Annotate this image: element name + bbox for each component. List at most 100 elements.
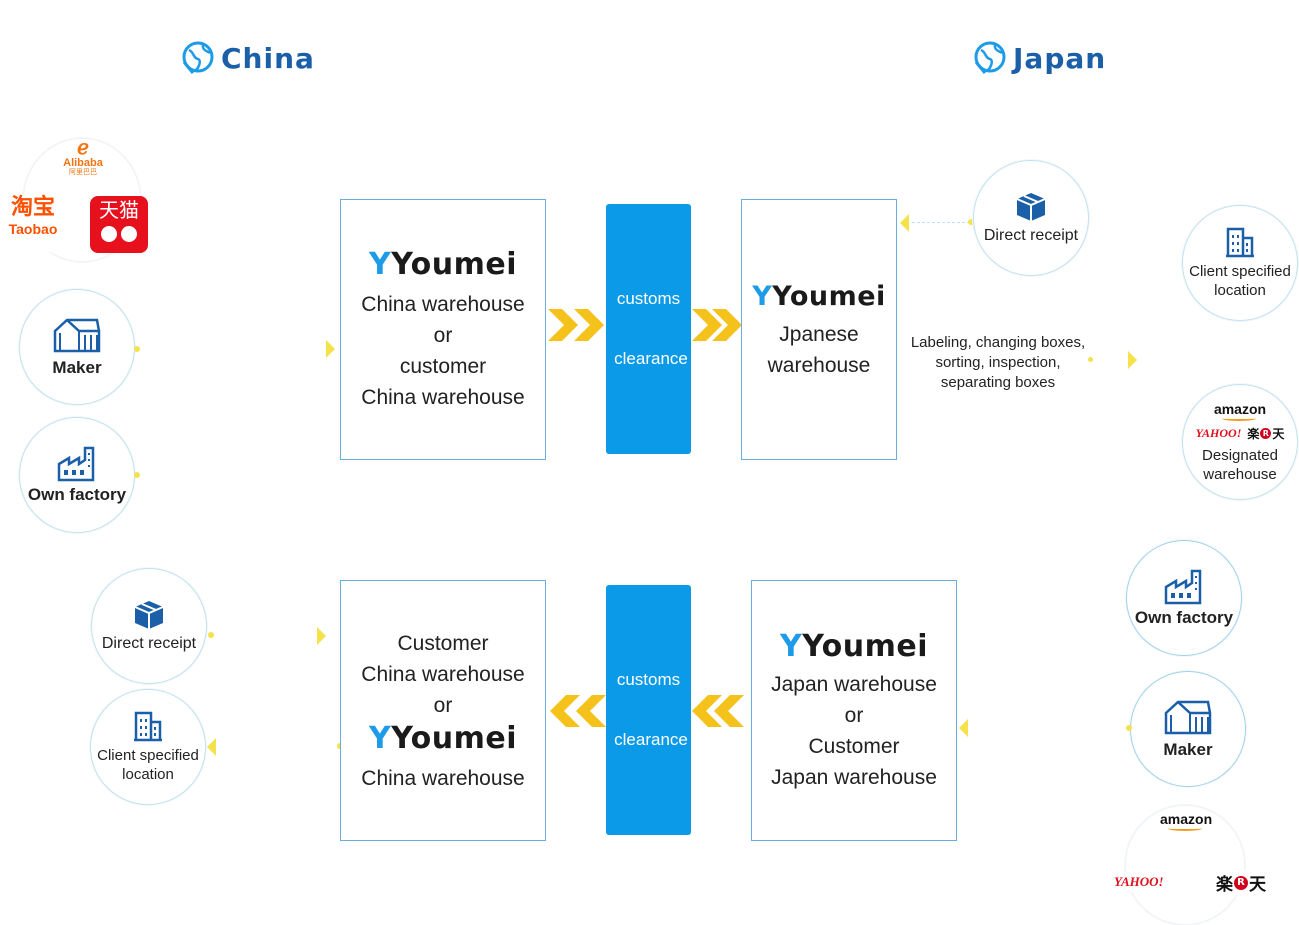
connector-dot [1126, 725, 1132, 731]
alibaba-logo: ℯ Alibaba 阿里巴巴 [55, 138, 111, 177]
clearance-label: clearance [614, 730, 688, 749]
process-description: Labeling, changing boxes, sorting, inspe… [898, 333, 1098, 393]
tmall-cn-text: 天猫 [99, 198, 139, 222]
arrow-left-icon [207, 738, 216, 756]
own-factory-label: Own factory [1134, 608, 1234, 627]
factory-icon [57, 446, 95, 482]
box-icon [134, 601, 164, 629]
designated-label: warehouse [1203, 465, 1277, 483]
own-factory-node-bottom: Own factory [1126, 540, 1242, 656]
youmei-logo: YYoumei [752, 280, 886, 312]
taobao-logo: 淘宝 Taobao [3, 194, 63, 252]
alibaba-mark-icon: ℯ [77, 137, 89, 159]
tmall-cat-icon [90, 226, 148, 242]
building-icon [1226, 227, 1254, 258]
process-line: sorting, inspection, [935, 354, 1061, 371]
yahoo-logo: YAHOO! [1113, 872, 1165, 892]
box-line: China warehouse [361, 292, 525, 316]
japan-warehouse-box-top: YYoumei Jpanese warehouse [741, 199, 897, 460]
arrow-left-icon [900, 214, 909, 232]
double-chevron-right-icon [692, 309, 742, 341]
box-line: Customer [397, 631, 489, 655]
china-header: China [181, 40, 315, 76]
youmei-logo: YYoumei [368, 720, 518, 756]
direct-receipt-node-top: Direct receipt [973, 160, 1089, 276]
connector-dot [134, 346, 140, 352]
own-factory-node-top: Own factory [19, 417, 135, 533]
client-location-node-bottom: Client specified location [90, 689, 206, 805]
amazon-logo: amazon [1160, 811, 1213, 827]
dashed-connector [912, 222, 970, 223]
connector-dot [968, 219, 974, 225]
customs-clearance-top: customs clearance [606, 204, 691, 454]
china-warehouse-box-bottom: Customer China warehouse or YYoumei Chin… [340, 580, 546, 841]
double-chevron-left-icon [692, 695, 744, 727]
client-location-label: Client specified [97, 747, 199, 764]
japan-warehouse-box-bottom: YYoumei Japan warehouse or Customer Japa… [751, 580, 957, 841]
client-location-node-top: Client specified location [1182, 205, 1298, 321]
customs-label: customs [616, 670, 681, 689]
yahoo-logo: YAHOO! [1195, 425, 1242, 440]
arrow-right-icon [317, 627, 326, 645]
maker-node-bottom: Maker [1130, 671, 1246, 787]
alibaba-cn-text: 阿里巴巴 [69, 169, 97, 176]
box-line: or [433, 323, 453, 347]
building-icon [134, 711, 162, 742]
process-line: separating boxes [940, 374, 1056, 391]
box-line: Jpanese [779, 322, 859, 346]
youmei-logo: YYoumei [779, 628, 929, 664]
direct-receipt-label: Direct receipt [101, 635, 197, 652]
box-line: or [433, 693, 453, 717]
maker-label: Maker [1163, 740, 1213, 759]
customs-label: customs [616, 289, 681, 308]
factory-icon [1164, 569, 1202, 605]
box-line: warehouse [767, 353, 871, 377]
box-line: Japan warehouse [771, 672, 937, 696]
arrow-left-icon [959, 719, 968, 737]
client-location-label: Client specified [1189, 263, 1291, 280]
globe-icon [182, 41, 214, 74]
amazon-logo: amazon [1213, 400, 1267, 421]
box-line: Japan warehouse [771, 765, 937, 789]
designated-label: Designated [1202, 446, 1278, 464]
maker-icon [1164, 700, 1212, 735]
box-line: Customer [808, 734, 900, 758]
box-line: China warehouse [361, 385, 525, 409]
arrow-right-icon [326, 340, 335, 358]
arrow-right-icon [1128, 351, 1137, 369]
clearance-label: clearance [614, 349, 688, 368]
japan-header: Japan [973, 40, 1106, 76]
maker-node-top: Maker [19, 289, 135, 405]
customs-clearance-bottom: customs clearance [606, 585, 691, 835]
japan-label: Japan [1013, 41, 1107, 75]
client-location-label: location [1214, 282, 1266, 299]
double-chevron-left-icon [550, 695, 606, 727]
box-line: China warehouse [361, 662, 525, 686]
direct-receipt-label: Direct receipt [983, 227, 1079, 244]
direct-receipt-node-bottom: Direct receipt [91, 568, 207, 684]
china-label: China [221, 41, 315, 75]
taobao-cn-text: 淘宝 [10, 195, 55, 220]
connector-dot [134, 472, 140, 478]
box-line: China warehouse [361, 766, 525, 790]
maker-label: Maker [52, 358, 102, 377]
china-warehouse-box-top: YYoumei China warehouse or customer Chin… [340, 199, 546, 460]
maker-icon [53, 318, 101, 353]
own-factory-label: Own factory [27, 485, 127, 504]
box-line: or [844, 703, 864, 727]
connector-dot [1088, 357, 1093, 362]
taobao-text: Taobao [8, 221, 58, 237]
connector-dot [208, 632, 214, 638]
box-line: customer [399, 354, 487, 378]
client-location-label: location [122, 766, 174, 783]
alibaba-text: Alibaba [63, 157, 103, 169]
youmei-logo: YYoumei [368, 246, 518, 282]
process-line: Labeling, changing boxes, [910, 334, 1086, 351]
box-icon [1016, 193, 1046, 221]
double-chevron-right-icon [548, 309, 604, 341]
tmall-logo: 天猫 [90, 196, 148, 253]
globe-icon [974, 41, 1006, 74]
